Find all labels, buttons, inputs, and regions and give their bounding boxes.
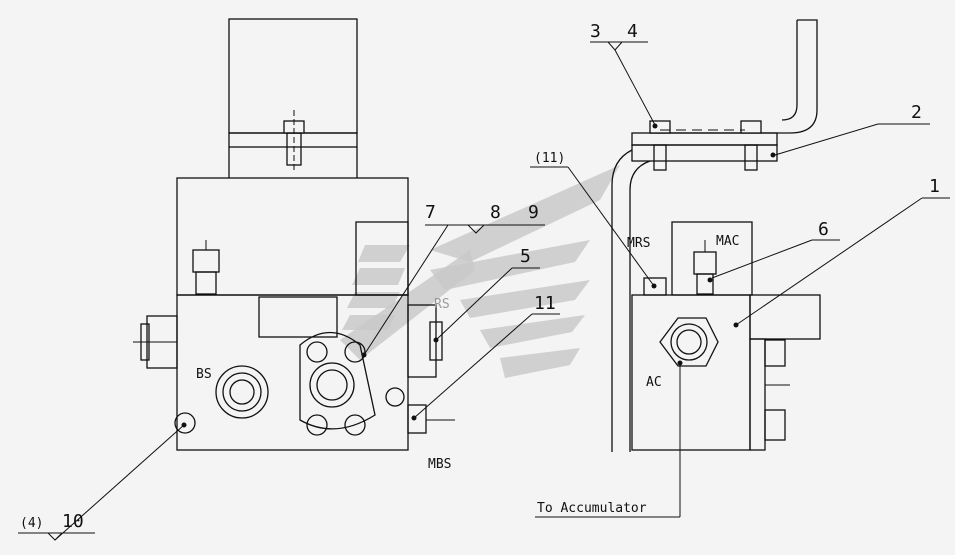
callout-6: 6	[818, 219, 829, 240]
callout-11: 11	[534, 293, 556, 314]
l-bracket	[650, 19, 818, 134]
mount-bracket-top	[228, 18, 358, 134]
leader-lines	[18, 41, 950, 541]
note-to-accumulator: To Accumulator	[537, 501, 647, 516]
port-mac: MAC	[716, 234, 739, 249]
port-mrs: MRS	[627, 236, 650, 251]
port-ac: AC	[646, 375, 662, 390]
callout-4: 4	[627, 21, 638, 42]
flange	[299, 332, 376, 430]
callout-8: 8	[490, 202, 501, 223]
callout-3: 3	[590, 21, 601, 42]
callout-7: 7	[425, 202, 436, 223]
port-mbs: MBS	[428, 457, 451, 472]
watermark-logo	[340, 165, 620, 378]
left-view	[133, 18, 455, 451]
ac-hex	[659, 317, 719, 367]
callout-10: 10	[62, 511, 84, 532]
port-rs: RS	[434, 297, 450, 312]
callout-9: 9	[528, 202, 539, 223]
callout-4-paren: (4)	[20, 516, 43, 531]
callout-2: 2	[911, 102, 922, 123]
callout-1: 1	[929, 176, 940, 197]
callout-5: 5	[520, 246, 531, 267]
callout-11-paren: (11)	[534, 151, 565, 166]
port-bs: BS	[196, 367, 212, 382]
